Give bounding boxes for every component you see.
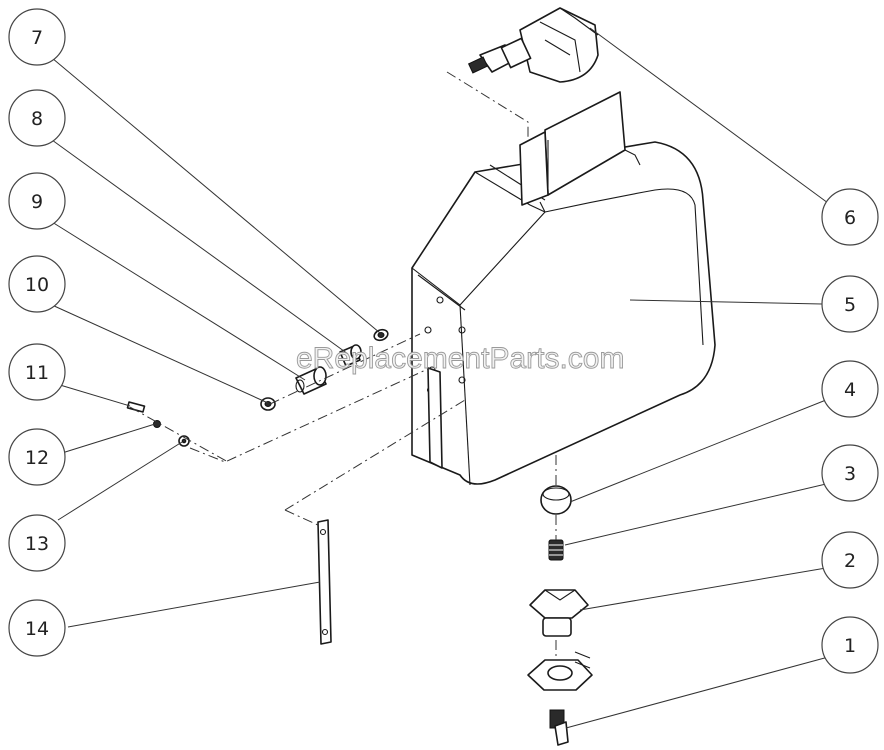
- callout-10: 10: [8, 255, 66, 313]
- elbow-part-1: [549, 709, 569, 746]
- grommet-part-4: [540, 485, 572, 515]
- callout-4: 4: [821, 360, 879, 418]
- filter-part-3: [548, 539, 564, 561]
- callout-14: 14: [8, 599, 66, 657]
- leader-lines: [51, 27, 833, 729]
- bulkhead-part-2: [529, 589, 589, 637]
- callout-12: 12: [8, 428, 66, 486]
- callout-label: 2: [844, 550, 856, 572]
- callout-5: 5: [821, 275, 879, 333]
- callout-6: 6: [821, 188, 879, 246]
- callout-2: 2: [821, 531, 879, 589]
- callout-label: 10: [25, 274, 49, 296]
- callout-label: 14: [25, 618, 49, 640]
- callout-label: 4: [844, 379, 856, 401]
- fitting-8: [339, 344, 362, 367]
- callout-label: 9: [31, 191, 43, 213]
- cap-valve-part: [467, 7, 599, 83]
- callout-label: 13: [25, 533, 49, 555]
- callout-13: 13: [8, 514, 66, 572]
- tank-part: [411, 91, 716, 486]
- callout-label: 11: [25, 362, 49, 384]
- callout-label: 1: [844, 635, 856, 657]
- fitting-10: [260, 397, 276, 411]
- watermark-text: eReplacementParts.com: [296, 342, 624, 375]
- callout-label: 3: [844, 463, 856, 485]
- callout-1: 1: [821, 616, 879, 674]
- callout-8: 8: [8, 89, 66, 147]
- callout-9: 9: [8, 172, 66, 230]
- strap-part-14: [317, 519, 332, 645]
- callout-7: 7: [8, 8, 66, 66]
- callout-3: 3: [821, 444, 879, 502]
- callout-label: 12: [25, 447, 49, 469]
- callout-11: 11: [8, 343, 66, 401]
- nut-part: [527, 659, 593, 691]
- callout-label: 8: [31, 108, 43, 130]
- callout-label: 6: [844, 207, 856, 229]
- callout-label: 5: [844, 294, 856, 316]
- fitting-9: [295, 366, 327, 395]
- centerlines: [129, 71, 591, 669]
- callout-label: 7: [31, 27, 43, 49]
- fitting-7: [373, 328, 389, 342]
